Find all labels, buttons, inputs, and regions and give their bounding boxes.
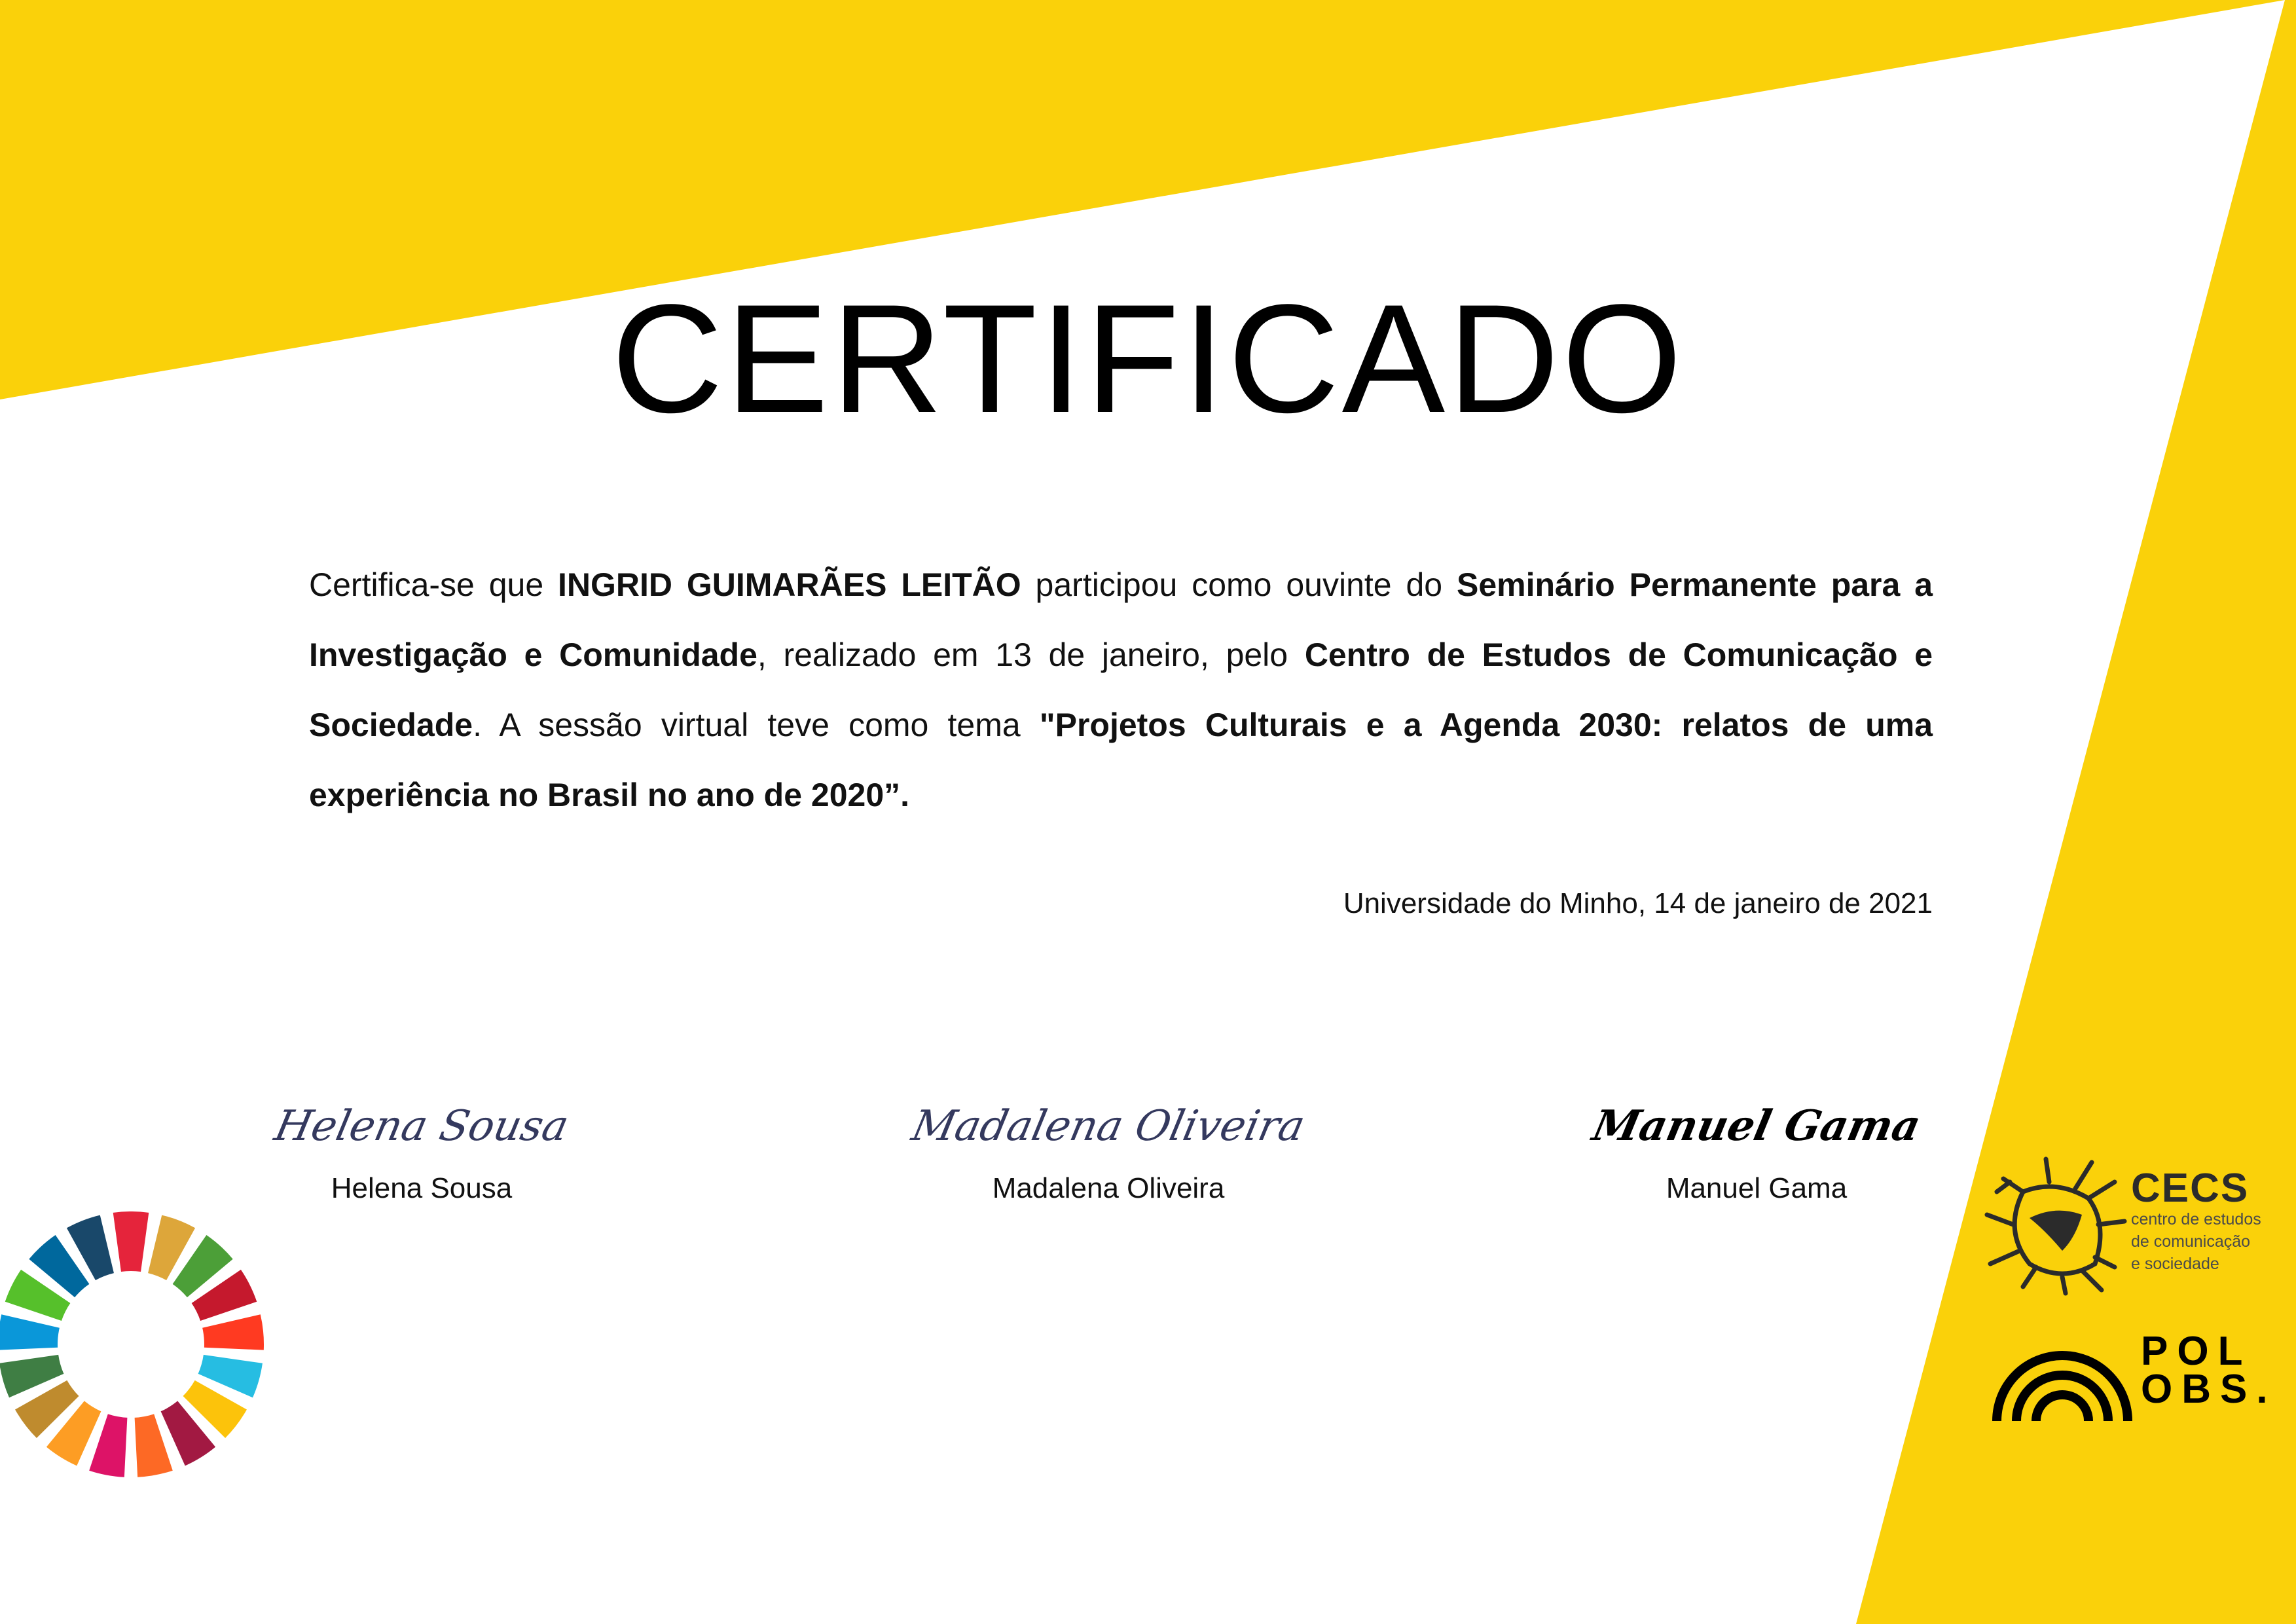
certificate-body: Certifica-se que INGRID GUIMARÃES LEITÃO… xyxy=(309,550,1933,830)
body-text: . A sessão virtual teve como tema xyxy=(473,707,1040,743)
cecs-line: centro de estudos xyxy=(2131,1210,2261,1228)
sdg-segment xyxy=(46,1401,101,1466)
cecs-line: de comunicação xyxy=(2131,1232,2251,1251)
signature-block: Madalena Oliveira Madalena Oliveira xyxy=(907,1087,1309,1205)
seminar-name: Seminário Permanente para a Investigação… xyxy=(309,566,1933,673)
sdg-segment xyxy=(5,1269,71,1321)
polobs-arches-icon xyxy=(1992,1351,2132,1422)
signature-image: Helena Sousa xyxy=(270,1102,574,1151)
sdg-segment xyxy=(134,1414,173,1477)
cecs-line: e sociedade xyxy=(2131,1255,2219,1273)
sdg-segment xyxy=(202,1314,264,1350)
signature-image: Manuel Gama xyxy=(1588,1101,1925,1151)
sdg-wheel-logo xyxy=(0,1211,264,1477)
signatory-name: Madalena Oliveira xyxy=(992,1172,1225,1204)
sdg-segment xyxy=(172,1234,233,1298)
sdg-segment xyxy=(89,1414,128,1477)
body-text: Certifica-se que xyxy=(309,566,558,603)
participant-name: INGRID GUIMARÃES LEITÃO xyxy=(558,566,1021,603)
sdg-segment xyxy=(148,1215,196,1280)
sdg-segment xyxy=(198,1354,263,1398)
certificate-title: CERTIFICADO xyxy=(611,272,1685,445)
sdg-segment xyxy=(183,1380,247,1438)
sdg-segment xyxy=(0,1314,60,1350)
top-left-yellow-band xyxy=(0,0,2285,399)
sdg-segment xyxy=(160,1401,216,1466)
cecs-acronym: CECS xyxy=(2131,1166,2250,1211)
body-text: participou como ouvinte do xyxy=(1021,566,1457,603)
cecs-logo-text: CECS centro de estudos de comunicação e … xyxy=(2131,1166,2261,1275)
polobs-line: POL xyxy=(2141,1329,2252,1374)
signatory-name: Helena Sousa xyxy=(331,1172,513,1204)
cecs-neuron-icon xyxy=(1984,1156,2127,1296)
sdg-segment xyxy=(113,1211,149,1272)
sdg-segment xyxy=(15,1380,79,1438)
organizer-name: Centro de Estudos de Comunicação e Socie… xyxy=(309,637,1933,743)
polobs-logo-text: POL OBS. xyxy=(2141,1329,2277,1412)
body-text: , realizado em 13 de janeiro, pelo xyxy=(757,637,1305,673)
signature-block: Helena Sousa Helena Sousa xyxy=(225,1087,618,1205)
sdg-segment xyxy=(29,1234,90,1298)
signatory-name: Manuel Gama xyxy=(1666,1172,1848,1204)
signature-image: Madalena Oliveira xyxy=(907,1102,1309,1151)
place-date: Universidade do Minho, 14 de janeiro de … xyxy=(1343,887,1933,919)
session-theme: "Projetos Culturais e a Agenda 2030: rel… xyxy=(309,707,1933,813)
sdg-segment xyxy=(0,1354,64,1398)
sdg-segment xyxy=(66,1215,114,1280)
signature-block: Manuel Gama Manuel Gama xyxy=(1560,1087,1953,1205)
sdg-segment xyxy=(191,1269,257,1321)
polobs-line: OBS. xyxy=(2141,1367,2277,1412)
right-yellow-band xyxy=(1856,0,2296,1624)
